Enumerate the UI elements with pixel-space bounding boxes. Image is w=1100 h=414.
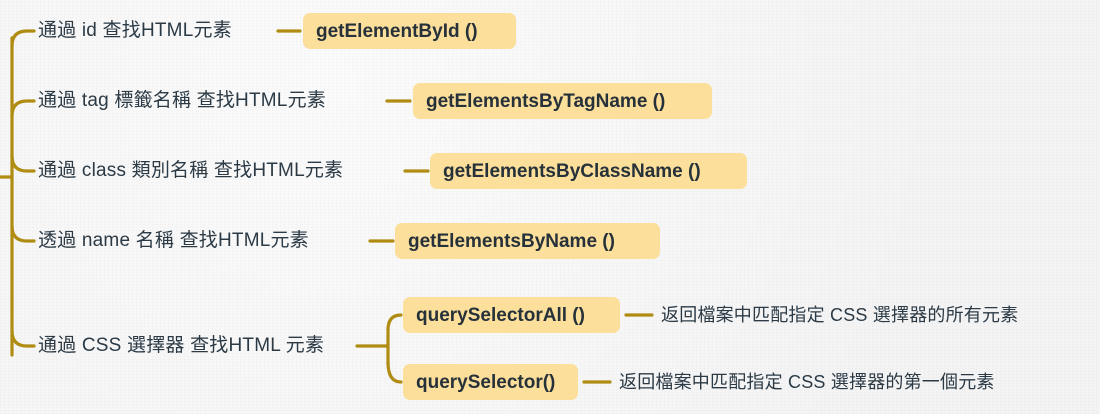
branch-hook-4 (10, 224, 36, 243)
css-hook-upper (386, 313, 403, 332)
branch-hook-3 (10, 154, 36, 173)
method-pill-getelementsbytagname[interactable]: getElementsByTagName () (413, 83, 712, 119)
branch-label-class: 通過 class 類別名稱 查找HTML元素 (38, 160, 344, 181)
branch-label-css-selector: 通過 CSS 選擇器 查找HTML 元素 (38, 335, 325, 356)
branch-label-id: 通過 id 查找HTML元素 (38, 20, 232, 41)
branch-label-tag: 通過 tag 標籤名稱 查找HTML元素 (38, 90, 326, 111)
method-pill-getelementsbyclassname[interactable]: getElementsByClassName () (430, 153, 747, 189)
description-queryselector: 返回檔案中匹配指定 CSS 選擇器的第一個元素 (619, 372, 995, 392)
branch-hook-1 (10, 29, 36, 48)
branch-label-name: 透過 name 名稱 查找HTML元素 (38, 230, 309, 251)
method-pill-queryselectorall[interactable]: querySelectorAll () (403, 297, 620, 333)
method-pill-getelementsbyname[interactable]: getElementsByName () (395, 223, 660, 259)
method-pill-queryselector[interactable]: querySelector() (403, 364, 578, 400)
branch-hook-2 (10, 99, 36, 118)
branch-hook-5 (10, 329, 36, 348)
css-hook-lower (386, 360, 403, 384)
description-queryselectorall: 返回檔案中匹配指定 CSS 選擇器的所有元素 (661, 305, 1019, 325)
method-pill-getelementbyid[interactable]: getElementById () (303, 13, 516, 49)
